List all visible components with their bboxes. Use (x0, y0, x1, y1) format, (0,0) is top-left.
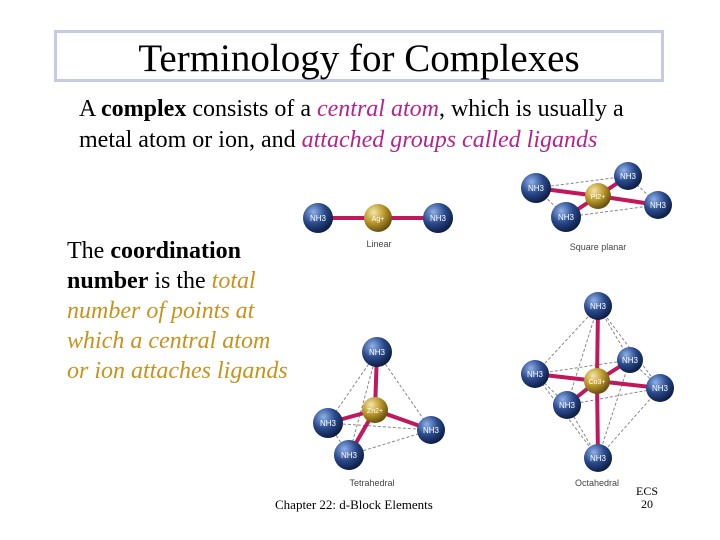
complex-definition: A complex consists of a central atom, wh… (79, 94, 649, 156)
octa-ligand-back-right (617, 347, 643, 373)
term-ligands: attached groups called ligands (301, 127, 598, 153)
square-ligand-3 (644, 191, 672, 219)
tetra-caption: Tetrahedral (349, 478, 394, 488)
octa-caption: Octahedral (575, 478, 619, 488)
tetra-metal-label: Zn2+ (367, 408, 383, 415)
octa-ligand-back-right-label: NH3 (622, 356, 639, 365)
square-ligand-2-label: NH3 (528, 184, 545, 193)
term-coordination-number: coordination number (67, 238, 241, 294)
octahedral-complex: NH3 NH3 NH3 Co3+ NH3 NH3 NH3 Octahedral (521, 292, 674, 488)
slide-title: Terminology for Complexes (138, 37, 580, 80)
term-total-points: total number of points at which a centra… (67, 268, 288, 384)
tetra-ligand-left-label: NH3 (320, 419, 337, 428)
square-ligand-4-label: NH3 (558, 213, 575, 222)
octa-metal-label: Co3+ (589, 379, 606, 386)
octa-ligand-top-label: NH3 (590, 302, 607, 311)
tetra-ligand-right-label: NH3 (423, 426, 440, 435)
square-ligand-2 (521, 173, 551, 203)
tetra-ligand-right (417, 416, 445, 444)
octa-metal (584, 368, 610, 394)
linear-ligand-left-label: NH3 (310, 214, 327, 223)
octa-ligand-right-label: NH3 (652, 384, 669, 393)
term-complex: complex (101, 96, 187, 122)
square-planar-complex: NH3 NH3 Pt2+ NH3 NH3 Square planar (521, 162, 672, 252)
octa-ligand-front-label: NH3 (559, 401, 576, 410)
coordination-definition: The coordination number is the total num… (67, 236, 297, 386)
corner-initials: ECS (636, 484, 659, 498)
octa-ligand-left-label: NH3 (527, 370, 544, 379)
slide-footer: Chapter 22: d-Block Elements (275, 497, 433, 512)
p2-text-2: is the (148, 268, 212, 294)
linear-caption: Linear (366, 239, 391, 249)
octa-ligand-front (553, 391, 581, 419)
slide-number: 20 (641, 497, 653, 511)
linear-ligand-right-label: NH3 (430, 214, 447, 223)
octa-ligand-left (521, 360, 549, 388)
title-box: Terminology for Complexes (54, 30, 664, 82)
term-central-atom: central atom (316, 96, 439, 122)
square-ligand-1-label: NH3 (620, 172, 637, 181)
linear-ligand-right (423, 203, 453, 233)
octa-ligand-right (646, 374, 674, 402)
octa-ligand-bottom-label: NH3 (590, 454, 607, 463)
tetra-ligand-left (313, 408, 343, 438)
p1-text-3: , which is usually a metal atom or ion, … (79, 96, 624, 153)
p1-text-2: consists of a (186, 96, 317, 122)
octa-ligand-bottom (584, 444, 612, 472)
square-metal (585, 183, 611, 209)
tetra-ligand-bottom (334, 440, 364, 470)
square-ligand-4 (551, 202, 581, 232)
tetra-ligand-top (362, 337, 392, 367)
square-ligand-3-label: NH3 (650, 201, 667, 210)
square-metal-label: Pt2+ (591, 194, 606, 201)
p2-text-1: The (67, 238, 111, 264)
octa-ligand-top (584, 292, 612, 320)
tetra-ligand-top-label: NH3 (369, 348, 386, 357)
square-ligand-1 (614, 162, 642, 190)
linear-complex: NH3 Ag+ NH3 Linear (303, 203, 453, 249)
linear-metal (364, 204, 392, 232)
linear-ligand-left (303, 203, 333, 233)
square-caption: Square planar (570, 242, 627, 252)
tetra-ligand-bottom-label: NH3 (341, 451, 358, 460)
slide-corner: ECS 20 (636, 485, 658, 511)
linear-metal-label: Ag+ (372, 216, 385, 223)
tetrahedral-complex: NH3 NH3 Zn2+ NH3 NH3 Tetrahedral (313, 337, 445, 488)
tetra-metal (362, 397, 388, 423)
p1-text-1: A (79, 96, 102, 122)
